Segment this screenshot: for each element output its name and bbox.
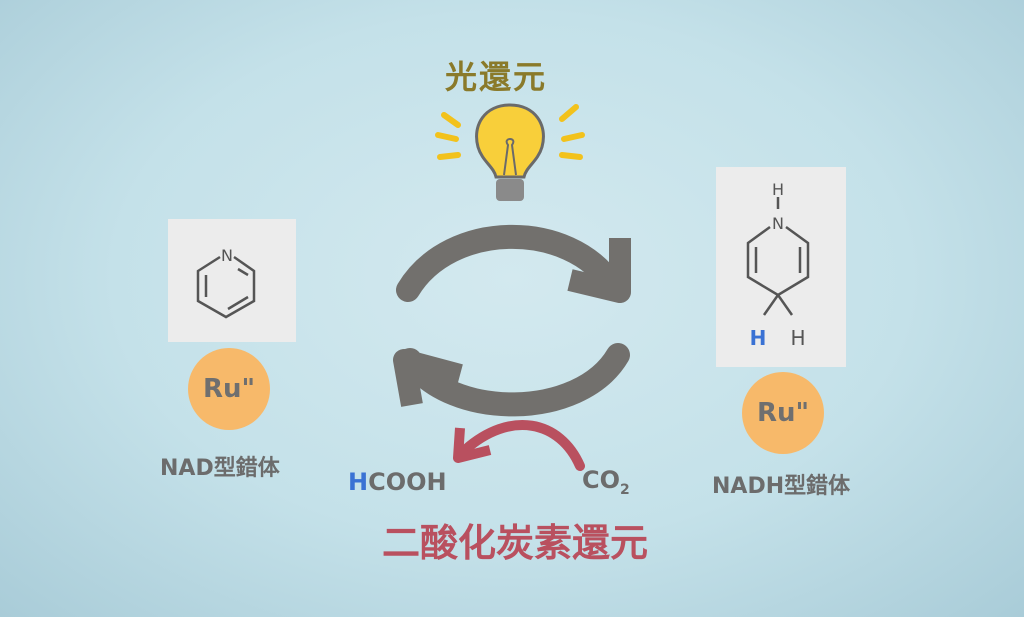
formic-acid-label: HCOOH	[348, 468, 447, 496]
nadh-complex-label: NADH型錯体	[712, 474, 851, 499]
cycle-arrows	[393, 224, 631, 417]
svg-text:N: N	[772, 214, 784, 233]
pyridine-structure: N	[168, 219, 296, 342]
photoreduction-title: 光還元	[445, 58, 548, 96]
hydride-h: H	[750, 326, 767, 350]
ruthenium-left: Ru"	[188, 348, 270, 430]
nad-complex-label: NAD型錯体	[160, 456, 280, 481]
dihydropyridine-structure: H N H H	[716, 167, 846, 367]
co2-reduction-arrow	[453, 420, 585, 471]
lightbulb-icon	[435, 103, 585, 201]
co2-label: CO2	[582, 466, 630, 498]
arrowhead-right	[567, 238, 631, 303]
arrowhead-left	[393, 349, 463, 407]
ruthenium-right: Ru"	[742, 372, 824, 454]
svg-text:H: H	[772, 180, 784, 199]
nitrogen-atom: N	[221, 246, 233, 265]
co2-reduction-title: 二酸化炭素還元	[382, 521, 649, 565]
svg-text:H: H	[790, 326, 805, 350]
